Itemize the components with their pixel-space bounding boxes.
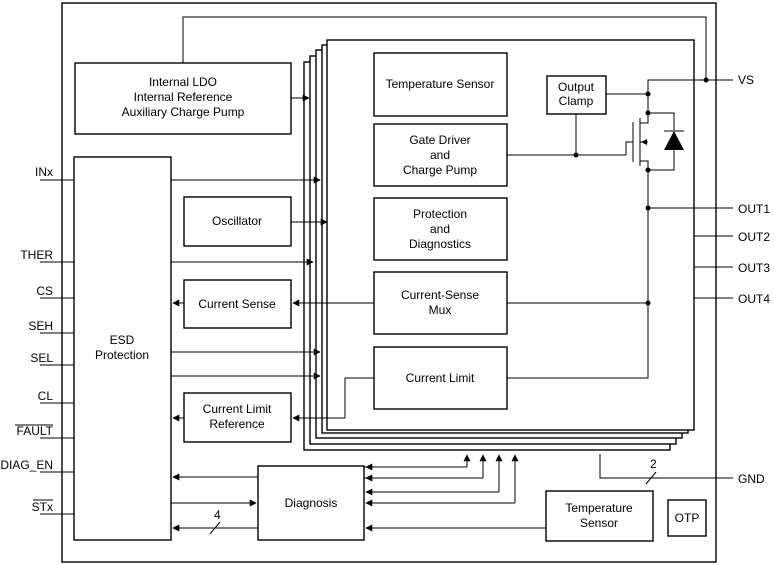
diode-bottom-line: [648, 150, 675, 171]
current-limit-sense-line: [507, 208, 649, 379]
current-sense-mux-block: [373, 271, 508, 335]
gate-connect: [625, 141, 633, 155]
gnd-bus-slash: [645, 471, 657, 485]
gate-driver-label-2: and: [430, 148, 450, 162]
pin-diag-en: DIAG_EN: [0, 458, 53, 472]
mosfet-arrow: [641, 139, 647, 145]
output-clamp-block: [546, 75, 607, 115]
output-clamp-label-2: Clamp: [559, 94, 594, 108]
pin-out4: OUT4: [738, 292, 770, 306]
esd-label-2: Protection: [95, 348, 149, 362]
mux-label-1: Current-Sense: [401, 288, 479, 302]
stx-bus-width: 4: [214, 508, 221, 522]
diode-top-line: [648, 112, 675, 130]
pin-cs: CS: [36, 284, 53, 298]
protection-label-1: Protection: [413, 207, 467, 221]
gate-driver-label-1: Gate Driver: [409, 133, 470, 147]
clamp-vs-dot: [645, 91, 651, 97]
pin-inx: INx: [35, 165, 53, 179]
ldo-label-1: Internal LDO: [149, 75, 217, 89]
gnd-line: [599, 454, 733, 479]
vs-rail-line: [182, 16, 707, 80]
current-limit-block: [373, 346, 508, 410]
pin-sel: SEL: [30, 351, 53, 365]
pin-out3: OUT3: [738, 261, 770, 275]
pin-gnd: GND: [738, 472, 765, 486]
stx-bus-slash: [209, 521, 221, 535]
vs-drain-line: [647, 79, 706, 113]
pin-fault: FAULT: [17, 424, 54, 438]
esd-label-1: ESD: [110, 333, 135, 347]
output-clamp-label-1: Output: [558, 80, 595, 94]
current-limit-reference-block: [183, 392, 292, 443]
pin-seh: SEH: [28, 319, 53, 333]
current-limit-label: Current Limit: [406, 371, 475, 385]
ldo-label-3: Auxiliary Charge Pump: [122, 105, 245, 119]
protection-label-3: Diagnostics: [409, 237, 471, 251]
esd-protection-block: [73, 156, 172, 541]
oscillator-block: [183, 196, 292, 247]
gate-node-dot: [573, 152, 579, 158]
gate-driver-block: [373, 123, 508, 187]
source-node-dot: [645, 167, 651, 173]
pin-ther: THER: [20, 248, 53, 262]
protection-label-2: and: [430, 222, 450, 236]
otp-block: [667, 499, 707, 537]
gnd-bus-width: 2: [650, 457, 657, 471]
pin-stx: STx: [32, 500, 53, 514]
gate-driver-label-3: Charge Pump: [403, 163, 477, 177]
mux-label-2: Mux: [429, 303, 452, 317]
pin-out2: OUT2: [738, 230, 770, 244]
clr-label-1: Current Limit: [203, 402, 272, 416]
clr-label-2: Reference: [209, 417, 265, 431]
temp-top-label: Temperature Sensor: [386, 77, 495, 91]
current-sense-block: [183, 279, 292, 329]
diode-icon: [664, 131, 684, 150]
oscillator-label: Oscillator: [212, 214, 262, 228]
temp-bottom-label-1: Temperature: [565, 501, 633, 515]
mosfet-source: [640, 160, 649, 208]
mosfet-drain: [640, 113, 649, 124]
protection-diagnostics-block: [373, 197, 508, 261]
temp-sensor-top-block: [373, 52, 508, 117]
otp-label: OTP: [675, 511, 700, 525]
temp-sensor-bottom-block: [545, 490, 654, 542]
mux-sense-dot: [645, 300, 651, 306]
ldo-block: [74, 62, 292, 135]
pin-vs: VS: [738, 73, 754, 87]
cl-to-ref-arrow: [292, 377, 374, 422]
pin-out1: OUT1: [738, 202, 770, 216]
ldo-label-2: Internal Reference: [134, 90, 233, 104]
temp-bottom-label-2: Sensor: [580, 516, 618, 530]
pin-cl: CL: [38, 389, 54, 403]
diagnosis-block: [257, 465, 365, 541]
diagnosis-label: Diagnosis: [285, 496, 338, 510]
current-sense-label: Current Sense: [198, 297, 276, 311]
